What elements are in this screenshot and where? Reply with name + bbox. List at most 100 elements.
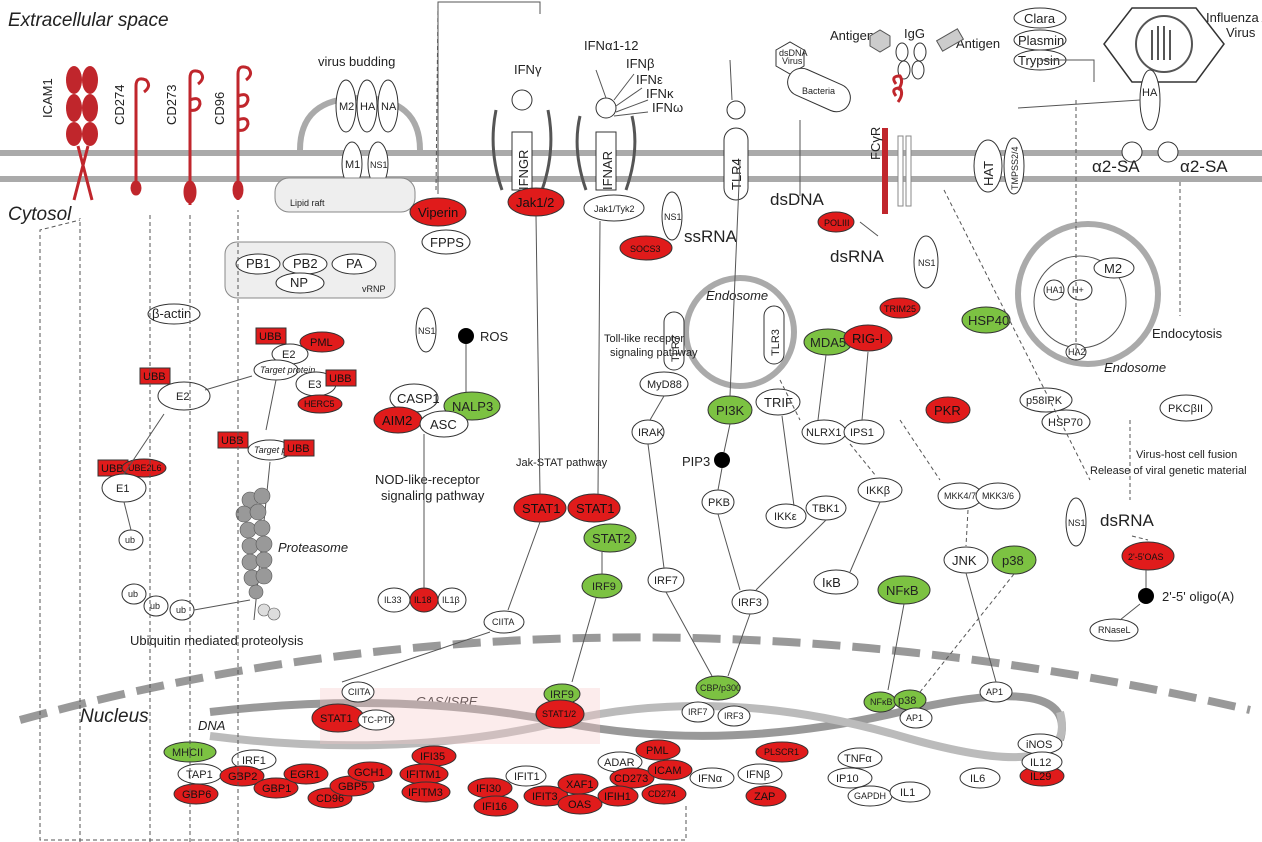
node-ap1-b: AP1 (979, 681, 1013, 703)
svg-text:PA: PA (346, 256, 363, 271)
svg-text:OAS: OAS (568, 799, 591, 811)
svg-text:UBB: UBB (287, 443, 310, 455)
svg-text:ICAM1: ICAM1 (40, 78, 55, 118)
svg-text:XAF1: XAF1 (566, 779, 594, 791)
svg-text:IFNα1-12: IFNα1-12 (584, 38, 638, 53)
svg-text:IFI35: IFI35 (420, 751, 445, 763)
svg-text:PML: PML (646, 745, 669, 757)
svg-text:IP10: IP10 (836, 773, 859, 785)
svg-text:AP1: AP1 (986, 687, 1003, 697)
svg-text:TAP1: TAP1 (186, 769, 213, 781)
svg-text:CD96: CD96 (212, 92, 227, 125)
svg-text:PIP3: PIP3 (682, 454, 710, 469)
svg-text:NFκB: NFκB (886, 583, 919, 598)
node-ips1: IPS1 (843, 419, 885, 445)
node-stat1-nuc: STAT1 (311, 703, 365, 733)
node-ns1-rig: NS1 (913, 235, 939, 289)
svg-text:CD273: CD273 (614, 773, 648, 785)
node-stat1-a: STAT1 (513, 493, 567, 523)
svg-text:NS1: NS1 (370, 160, 388, 170)
node-rigi: RIG-I (843, 324, 893, 352)
ubiquitin-pathway: UBB PML E2 Target protein E3 UBB HERC5 U… (97, 327, 357, 621)
node-plasmin: Plasmin (1013, 29, 1067, 51)
svg-text:TMPSS2/4: TMPSS2/4 (1010, 146, 1020, 190)
node-mkk36: MKK3/6 (975, 482, 1021, 510)
svg-text:IFNAR: IFNAR (600, 151, 615, 190)
node-pkr: PKR (925, 396, 971, 424)
arrows (39, 1, 1181, 842)
svg-text:HA: HA (360, 101, 376, 113)
svg-text:IRF7: IRF7 (688, 707, 708, 717)
node-pb2: PB2 (282, 253, 328, 275)
svg-text:Lipid raft: Lipid raft (290, 198, 325, 208)
node-irf3: IRF3 (731, 589, 769, 615)
node-m1: M1 (341, 141, 363, 187)
svg-text:p58IPK: p58IPK (1026, 395, 1063, 407)
svg-text:HA: HA (1142, 87, 1158, 99)
svg-text:IFI30: IFI30 (476, 783, 501, 795)
node-ikb: IκB (813, 569, 859, 595)
svg-text:PKR: PKR (934, 403, 961, 418)
inflammasome: CASP1 NALP3 AIM2 ASC (373, 383, 501, 438)
svg-text:STAT1: STAT1 (576, 501, 615, 516)
svg-text:p38: p38 (1002, 553, 1024, 568)
svg-text:RIG-I: RIG-I (852, 331, 883, 346)
node-jnk: JNK (943, 546, 989, 574)
svg-text:ICAM: ICAM (654, 765, 682, 777)
svg-text:IFNω: IFNω (652, 100, 683, 115)
svg-text:TLR3: TLR3 (770, 329, 782, 356)
svg-text:IFNγ: IFNγ (514, 62, 542, 77)
target-genes: MHCII IRF1 TAP1 GBP2 GBP6 GBP1 EGR1 CD96… (163, 733, 1065, 817)
svg-text:ub: ub (150, 601, 160, 611)
svg-text:Jak1/2: Jak1/2 (516, 195, 554, 210)
node-ns1-socs: NS1 (661, 191, 683, 241)
svg-text:UBB: UBB (221, 435, 244, 447)
svg-text:ASC: ASC (430, 417, 457, 432)
svg-text:NS1: NS1 (664, 212, 682, 222)
node-p38: p38 (991, 545, 1037, 575)
dsdna-label: dsDNA (770, 190, 825, 209)
svg-text:Target protein: Target protein (260, 365, 315, 375)
svg-text:AP1: AP1 (906, 713, 923, 723)
svg-text:UBE2L6: UBE2L6 (128, 463, 162, 473)
node-hsp40: HSP40 (961, 306, 1011, 334)
svg-text:STAT1/2: STAT1/2 (542, 709, 576, 719)
svg-text:STAT2: STAT2 (592, 531, 631, 546)
svg-text:NS1: NS1 (1068, 518, 1086, 528)
receptor-tlr4: TLR4 (723, 100, 749, 201)
svg-text:IKKε: IKKε (774, 511, 797, 523)
svg-text:IFNGR: IFNGR (516, 150, 531, 190)
endosome-middle: Endosome TLR7 TLR3 (663, 275, 797, 389)
svg-text:FPPS: FPPS (430, 235, 464, 250)
svg-text:TNFα: TNFα (844, 753, 872, 765)
svg-text:IL33: IL33 (384, 595, 402, 605)
svg-text:HSP70: HSP70 (1048, 417, 1083, 429)
svg-text:α2-SA: α2-SA (1092, 157, 1140, 176)
node-pb1: PB1 (235, 253, 281, 275)
node-myd88: MyD88 (639, 371, 689, 397)
node-ns1-nod: NS1 (415, 307, 437, 353)
node-irf3-nuc: IRF3 (717, 705, 751, 727)
svg-text:vRNP: vRNP (362, 284, 386, 294)
cytosol-label: Cytosol (8, 204, 72, 225)
svg-text:CIITA: CIITA (348, 687, 370, 697)
node-p38-nuc: p38 (893, 689, 927, 711)
svg-text:AIM2: AIM2 (382, 413, 412, 428)
svg-text:IRF9: IRF9 (550, 689, 574, 701)
dsrna2-label: dsRNA (1100, 511, 1155, 530)
svg-text:CD96: CD96 (316, 793, 344, 805)
svg-text:HA2: HA2 (1068, 347, 1086, 357)
svg-text:NALP3: NALP3 (452, 399, 493, 414)
node-np: NP (275, 272, 325, 294)
node-ciita: CIITA (483, 610, 525, 634)
svg-text:ROS: ROS (480, 329, 509, 344)
node-socs3: SOCS3 (619, 235, 673, 261)
svg-text:E1: E1 (116, 483, 129, 495)
node-pkb: PKB (701, 489, 735, 515)
svg-text:IL12: IL12 (1030, 757, 1051, 769)
svg-text:NA: NA (381, 101, 397, 113)
node-fpps: FPPS (421, 229, 471, 255)
svg-text:UBB: UBB (143, 371, 166, 383)
